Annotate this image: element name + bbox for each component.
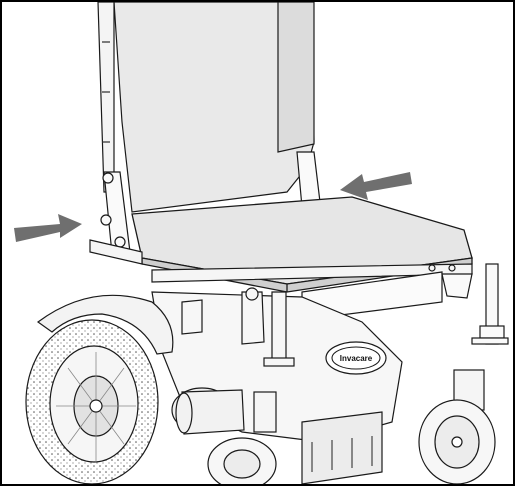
brand-logo: Invacare xyxy=(331,346,381,370)
footrest-hanger xyxy=(441,263,509,345)
front-caster-left xyxy=(207,391,277,484)
motor xyxy=(175,389,245,435)
left-drive-wheel xyxy=(25,294,174,484)
backrest xyxy=(97,2,315,213)
back-posts xyxy=(100,151,321,255)
front-caster-right xyxy=(418,369,496,484)
right-arrow xyxy=(340,172,412,200)
brand-logo-text: Invacare xyxy=(340,354,373,363)
chassis xyxy=(151,287,403,484)
left-arrow xyxy=(14,214,82,242)
